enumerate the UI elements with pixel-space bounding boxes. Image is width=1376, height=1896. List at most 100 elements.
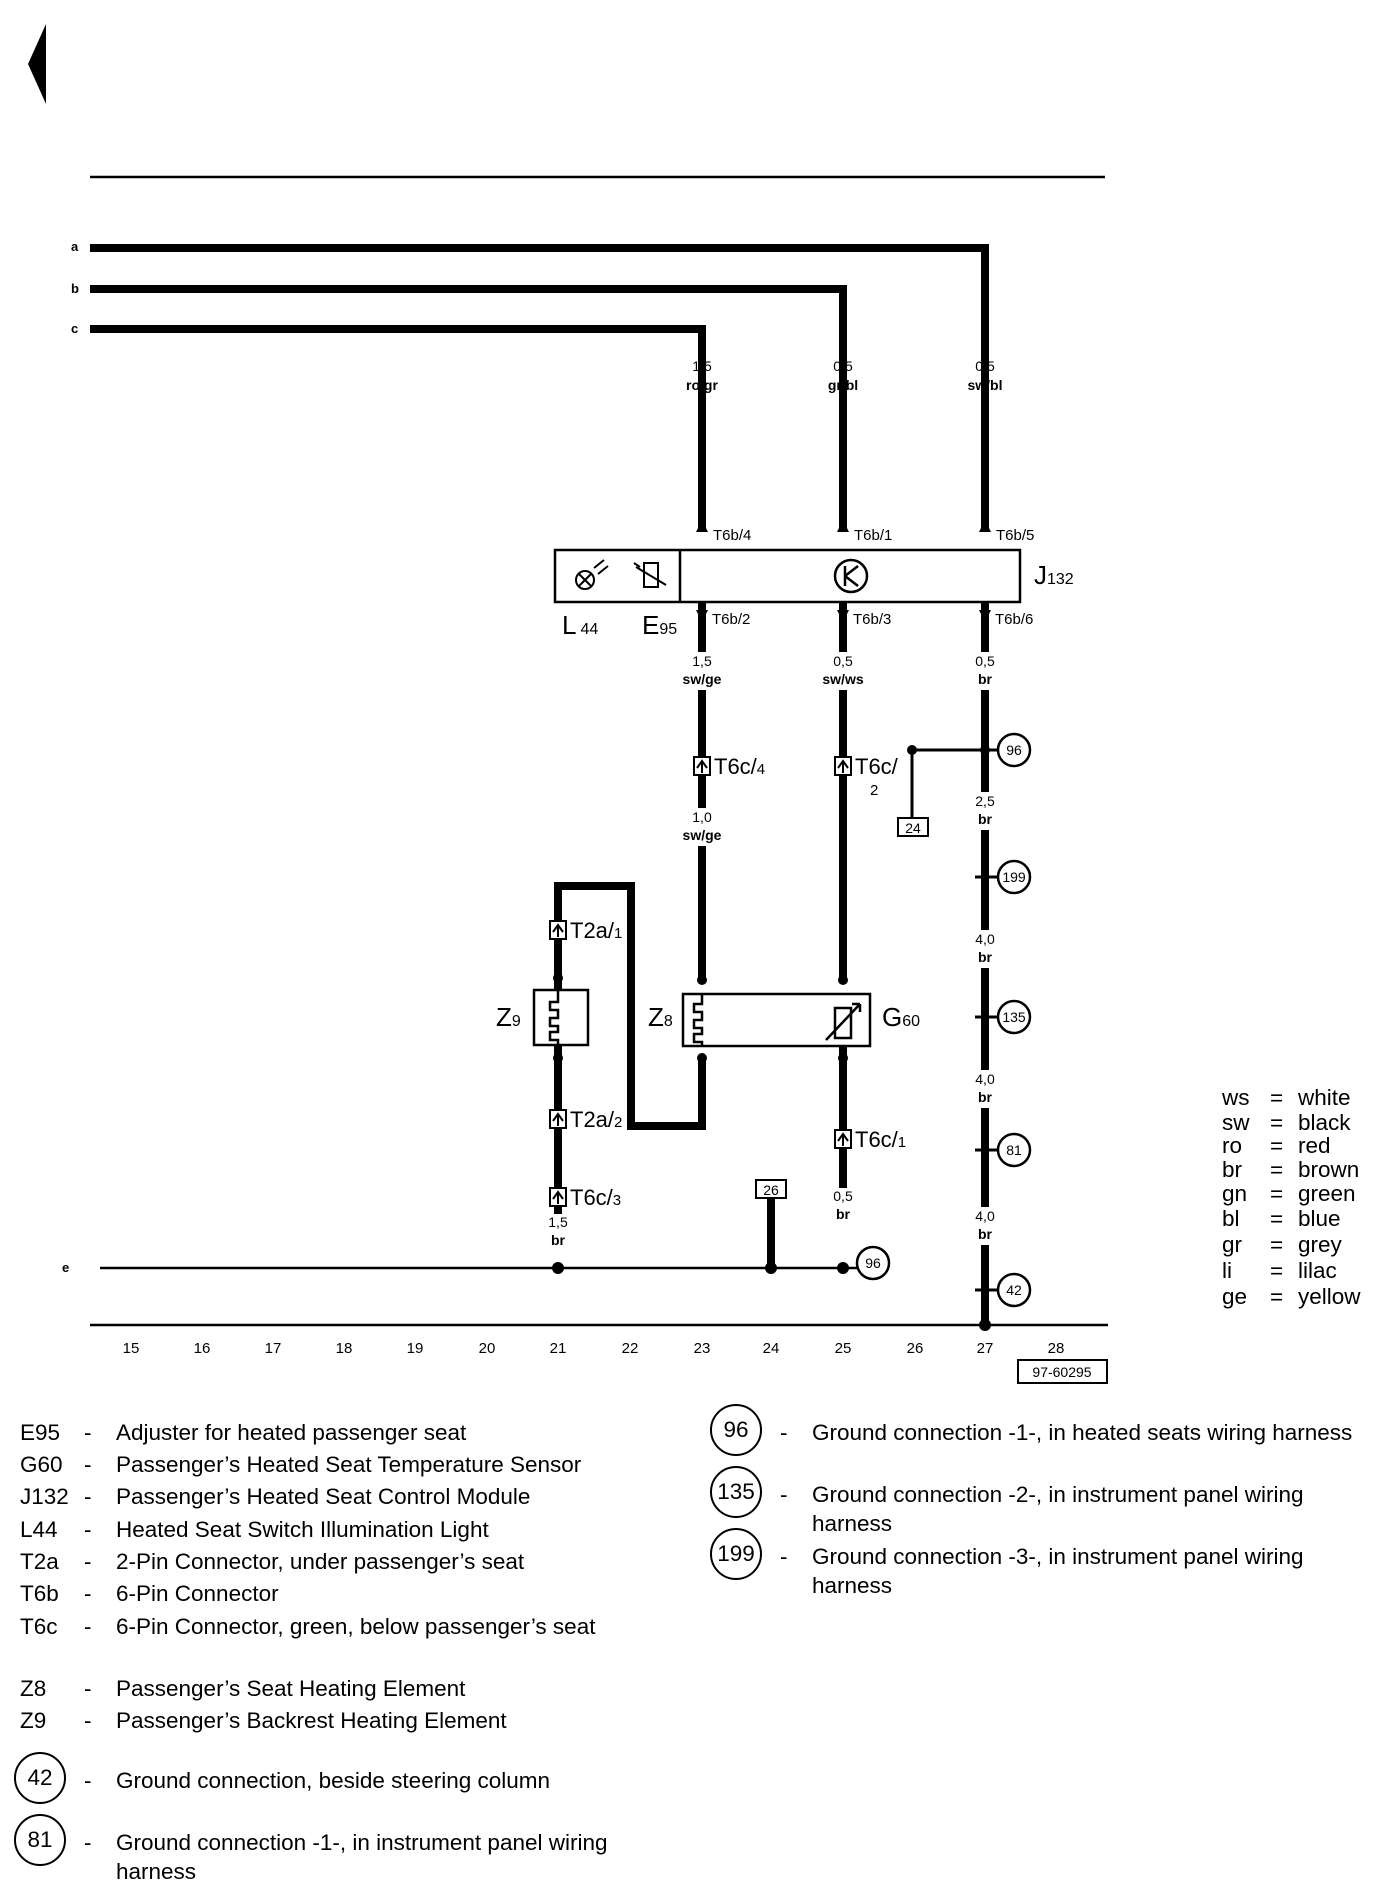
adjuster-icon bbox=[633, 562, 667, 588]
legend-code: T6c bbox=[20, 1614, 58, 1639]
legend-desc: Ground connection -1-, in instrument pan… bbox=[116, 1830, 608, 1884]
track-number: 24 bbox=[763, 1340, 780, 1357]
component-label-z9: Z9 bbox=[496, 1002, 521, 1032]
wire-label-size: 1,5 bbox=[692, 653, 712, 669]
legend-code: L44 bbox=[20, 1517, 58, 1542]
legend-dash: - bbox=[84, 1549, 92, 1574]
equals: = bbox=[1270, 1133, 1284, 1158]
wire-label-size: 1,0 bbox=[692, 809, 712, 825]
ref-box bbox=[755, 1179, 787, 1199]
legend-desc: 6-Pin Connector, green, below passenger’… bbox=[116, 1614, 596, 1639]
legend-dash: - bbox=[84, 1452, 92, 1477]
connector-label: T6b/2 bbox=[712, 611, 750, 628]
legend-desc: Passenger’s Heated Seat Temperature Sens… bbox=[116, 1452, 582, 1477]
wire-label-color: br bbox=[978, 1089, 993, 1105]
color-abbr: br bbox=[1222, 1157, 1243, 1182]
wire-label-size: 4,0 bbox=[975, 1208, 995, 1224]
ground-symbol bbox=[996, 732, 1032, 768]
ground-legend-symbol: 81 bbox=[14, 1814, 66, 1866]
wire-label-color: sw/ws bbox=[822, 671, 863, 687]
wire-bus-c bbox=[90, 325, 706, 528]
ground-label: 81 bbox=[1006, 1142, 1022, 1158]
track-number: 27 bbox=[977, 1340, 994, 1357]
color-abbr: gn bbox=[1222, 1181, 1248, 1206]
connector-label: T6b/3 bbox=[853, 611, 891, 628]
ref-box bbox=[897, 817, 929, 837]
legend-dash: - bbox=[84, 1830, 92, 1855]
color-abbr: sw bbox=[1222, 1110, 1250, 1135]
legend-dash: - bbox=[84, 1676, 92, 1701]
legend-desc: Passenger’s Backrest Heating Element bbox=[116, 1708, 507, 1733]
wire-label-color: ro/gr bbox=[686, 377, 718, 393]
color-key-row: bl = blue bbox=[1222, 1206, 1341, 1231]
color-abbr: ws bbox=[1222, 1085, 1250, 1110]
color-abbr: bl bbox=[1222, 1206, 1240, 1231]
legend-code: T6b bbox=[20, 1581, 59, 1606]
equals: = bbox=[1270, 1206, 1284, 1231]
legend-desc: Ground connection -1-, in heated seats w… bbox=[812, 1420, 1353, 1445]
connector-label: T6c/3 bbox=[570, 1185, 621, 1210]
pin-arrow-icon bbox=[837, 610, 849, 622]
equals: = bbox=[1270, 1284, 1284, 1309]
color-name: blue bbox=[1298, 1206, 1341, 1231]
track-number: 17 bbox=[265, 1340, 282, 1357]
wire-label-color: br bbox=[551, 1232, 566, 1248]
ground-label: 96 bbox=[865, 1255, 881, 1271]
color-name: lilac bbox=[1298, 1258, 1337, 1283]
track-number: 26 bbox=[907, 1340, 924, 1357]
legend-code: J132 bbox=[20, 1484, 69, 1509]
heating-element-icon bbox=[692, 994, 704, 1046]
legend-desc: Adjuster for heated passenger seat bbox=[116, 1420, 467, 1445]
legend-dash: - bbox=[84, 1484, 92, 1509]
connector-label: T6c/ bbox=[855, 754, 899, 779]
wire-label-color: br bbox=[978, 671, 993, 687]
wire-label-color: sw/bl bbox=[967, 377, 1002, 393]
equals: = bbox=[1270, 1232, 1284, 1257]
back-arrow-icon[interactable] bbox=[28, 24, 46, 104]
wire-label-color: gr/bl bbox=[828, 377, 858, 393]
z9-heating-element bbox=[532, 988, 590, 1047]
pin-arrow-icon bbox=[696, 610, 708, 622]
legend-desc: Heated Seat Switch Illumination Light bbox=[116, 1517, 489, 1542]
equals: = bbox=[1270, 1085, 1284, 1110]
color-name: brown bbox=[1298, 1157, 1360, 1182]
wire-label-size: 1,5 bbox=[692, 358, 712, 374]
pin-arrow-icon bbox=[696, 520, 708, 532]
legend-dash: - bbox=[84, 1517, 92, 1542]
color-abbr: li bbox=[1222, 1258, 1232, 1283]
legend-desc: Ground connection -3-, in instrument pan… bbox=[812, 1544, 1304, 1598]
color-name: grey bbox=[1298, 1232, 1342, 1257]
equals: = bbox=[1270, 1157, 1284, 1182]
track-number: 19 bbox=[407, 1340, 424, 1357]
component-label-g60: G60 bbox=[882, 1002, 920, 1032]
color-key-row: li = lilac bbox=[1222, 1258, 1337, 1283]
ground-symbol bbox=[855, 1245, 891, 1281]
transistor-icon bbox=[833, 558, 869, 594]
wire-label-color: br bbox=[836, 1206, 851, 1222]
color-key-row: ge = yellow bbox=[1222, 1284, 1361, 1309]
legend-desc: 2-Pin Connector, under passenger’s seat bbox=[116, 1549, 525, 1574]
legend-dash: - bbox=[84, 1581, 92, 1606]
legend-desc: Passenger’s Heated Seat Control Module bbox=[116, 1484, 531, 1509]
color-abbr: ge bbox=[1222, 1284, 1248, 1309]
legend-code: Z9 bbox=[20, 1708, 47, 1733]
legend-dash: - bbox=[780, 1482, 788, 1507]
ref-label: 24 bbox=[905, 820, 921, 836]
component-label-z8: Z8 bbox=[648, 1002, 673, 1032]
color-name: black bbox=[1298, 1110, 1351, 1135]
track-number: 23 bbox=[694, 1340, 711, 1357]
bus-label-b: b bbox=[71, 281, 79, 296]
wire-label-size: 1,5 bbox=[548, 1214, 568, 1230]
wire-label-color: br bbox=[978, 811, 993, 827]
color-name: yellow bbox=[1298, 1284, 1361, 1309]
equals: = bbox=[1270, 1258, 1284, 1283]
wire-21-loop bbox=[554, 882, 706, 1130]
color-key-row: gn=green bbox=[1222, 1181, 1356, 1206]
track-number: 25 bbox=[835, 1340, 852, 1357]
connector-pin: 2 bbox=[870, 782, 878, 799]
pin-arrow-icon bbox=[979, 520, 991, 532]
connector-label: T6b/1 bbox=[854, 527, 892, 544]
ground-legend-symbol: 135 bbox=[710, 1466, 762, 1518]
track-number: 22 bbox=[622, 1340, 639, 1357]
connector-label: T6c/4 bbox=[714, 754, 765, 779]
